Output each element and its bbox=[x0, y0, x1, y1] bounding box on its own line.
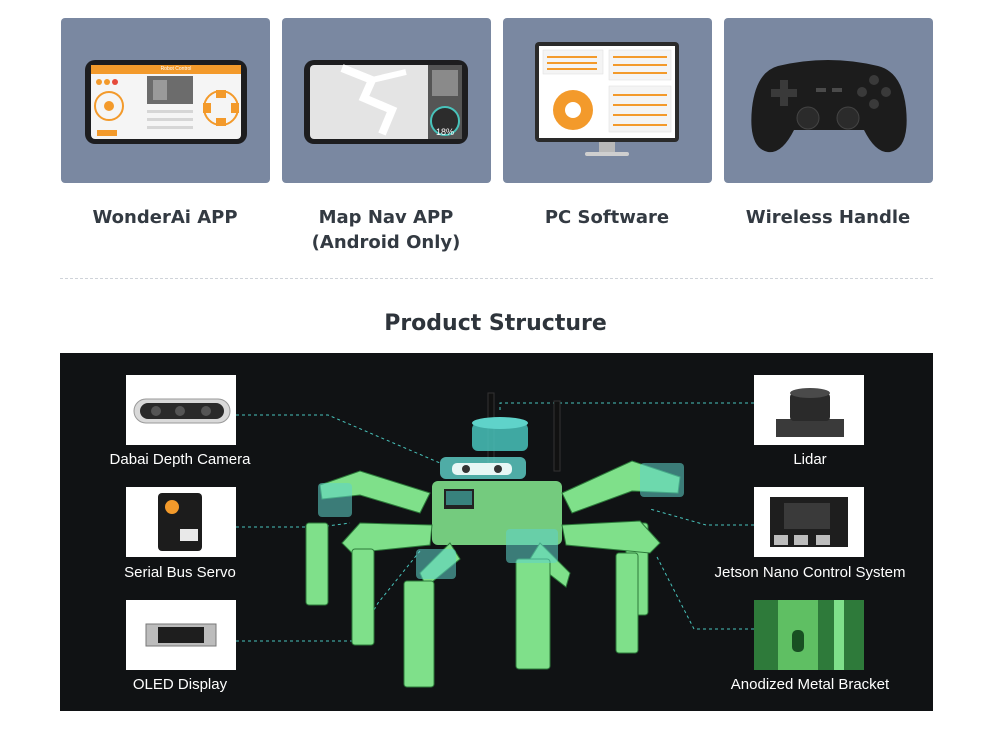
servo-icon bbox=[158, 493, 202, 551]
monitor-illustration bbox=[535, 42, 679, 156]
thumb-serial-servo bbox=[126, 487, 236, 557]
thumb-oled-display bbox=[126, 600, 236, 670]
label-jetson-nano: Jetson Nano Control System bbox=[714, 564, 906, 581]
caption-pc-software: PC Software bbox=[544, 207, 670, 228]
battery-percent: 18% bbox=[435, 127, 454, 137]
label-oled-display: OLED Display bbox=[132, 676, 228, 693]
caption-wireless-handle: Wireless Handle bbox=[745, 207, 911, 228]
dashed-divider bbox=[60, 278, 933, 279]
oled-display-icon bbox=[145, 623, 217, 647]
card-map-nav-app[interactable]: 18% bbox=[282, 18, 491, 183]
jetson-board-icon bbox=[770, 497, 848, 547]
lidar-icon bbox=[776, 388, 844, 437]
metal-bracket-icon bbox=[754, 600, 864, 670]
caption-wonderai-app: WonderAi APP bbox=[92, 207, 238, 228]
phone-app-illustration bbox=[85, 60, 247, 144]
thumb-metal-bracket bbox=[754, 600, 864, 670]
card-wonderai-app[interactable]: Robot Control bbox=[61, 18, 270, 183]
card-wireless-handle[interactable] bbox=[724, 18, 933, 183]
product-structure-panel: Dabai Depth Camera Serial Bus Servo OLED… bbox=[60, 353, 933, 711]
hexapod-robot-illustration bbox=[236, 392, 754, 688]
thumb-lidar bbox=[754, 375, 864, 445]
thumb-depth-camera bbox=[126, 375, 236, 445]
card-pc-software[interactable] bbox=[503, 18, 712, 183]
section-title: Product Structure bbox=[384, 311, 607, 336]
depth-camera-icon bbox=[133, 398, 231, 424]
label-metal-bracket: Anodized Metal Bracket bbox=[730, 676, 890, 693]
label-depth-camera: Dabai Depth Camera bbox=[109, 451, 251, 468]
app-screen-title: Robot Control bbox=[160, 66, 192, 72]
map-nav-illustration bbox=[304, 60, 468, 144]
caption-map-nav-app: Map Nav APP (Android Only) bbox=[311, 207, 461, 253]
label-serial-servo: Serial Bus Servo bbox=[124, 564, 236, 581]
thumb-jetson-nano bbox=[754, 487, 864, 557]
label-lidar: Lidar bbox=[793, 451, 827, 468]
gamepad-illustration bbox=[751, 60, 907, 153]
